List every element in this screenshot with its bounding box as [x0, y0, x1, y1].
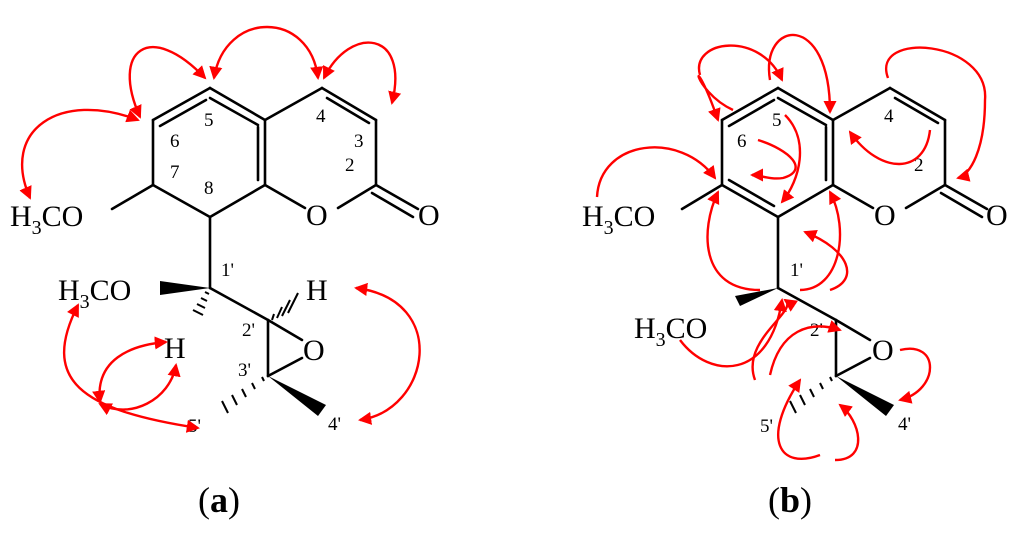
- carbonyl-oxygen-label-a: O: [418, 199, 440, 232]
- correlation-arrows-b: [595, 33, 987, 462]
- structure-b: [680, 86, 989, 416]
- epoxide-oxygen-label-b: O: [872, 334, 894, 367]
- position-4-b: 4: [884, 106, 894, 127]
- methoxy-side-label-b: H3CO: [634, 312, 707, 351]
- position-5p-b: 5': [760, 416, 773, 437]
- position-2-a: 2: [345, 155, 355, 176]
- ring-oxygen-label-b: O: [874, 199, 896, 232]
- position-2p-a: 2': [242, 320, 255, 341]
- panel-a-caption: (a): [198, 480, 240, 520]
- structure-a: [110, 86, 420, 416]
- epoxide-oxygen-label-a: O: [303, 334, 325, 367]
- panel-b-caption: (b): [768, 480, 812, 520]
- position-3p-a: 3': [238, 360, 251, 381]
- panel-b: H3CO H3CO O O O 2 4 5 6 1' 2' 4' 5': [582, 33, 1008, 520]
- position-2p-b: 2': [810, 320, 823, 341]
- methoxy-ring-label-a: H3CO: [10, 200, 83, 239]
- position-1p-b: 1': [790, 260, 803, 281]
- position-2-b: 2: [914, 155, 924, 176]
- carbonyl-oxygen-label-b: O: [986, 199, 1008, 232]
- position-3-a: 3: [354, 131, 364, 152]
- position-5-a: 5: [204, 110, 214, 131]
- methoxy-ring-label-b: H3CO: [582, 200, 655, 239]
- epoxide-hydrogen-label-a: H: [306, 274, 328, 307]
- position-4-a: 4: [316, 106, 326, 127]
- correlation-arrows-a: [19, 26, 421, 433]
- position-4p-b: 4': [898, 414, 911, 435]
- panel-a: H3CO H3CO O O O H H 2 3 4 5 6 7 8 1' 2' …: [10, 26, 440, 520]
- position-1p-a: 1': [221, 260, 234, 281]
- position-6-b: 6: [737, 131, 747, 152]
- position-5-b: 5: [772, 110, 782, 131]
- ring-oxygen-label-a: O: [306, 199, 328, 232]
- position-6-a: 6: [170, 131, 180, 152]
- methoxy-side-label-a: H3CO: [58, 274, 131, 313]
- position-4p-a: 4': [328, 414, 341, 435]
- position-8-a: 8: [204, 178, 214, 199]
- position-7-a: 7: [170, 162, 180, 183]
- side-hydrogen-label-a: H: [164, 332, 186, 365]
